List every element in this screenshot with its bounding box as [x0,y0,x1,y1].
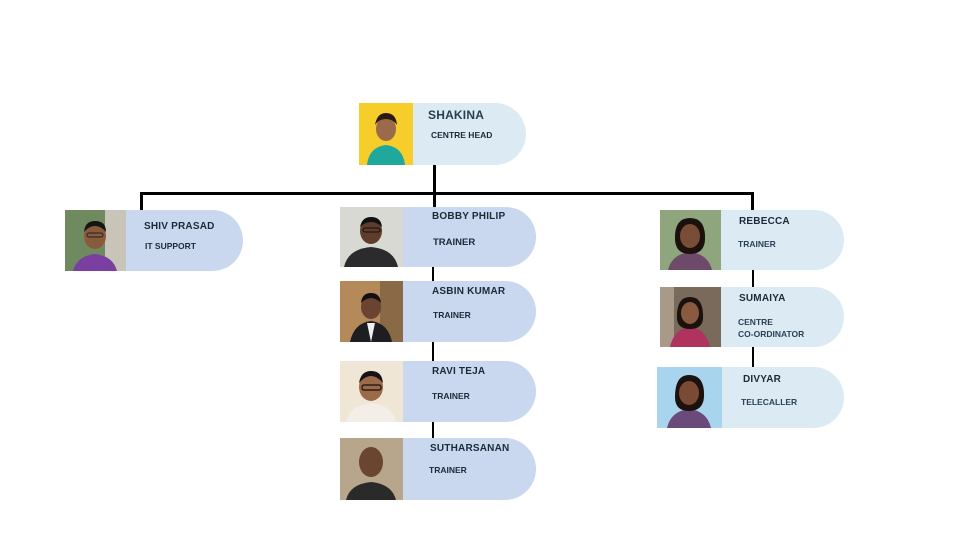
sumaiya-role-line1: CENTRE [738,317,773,327]
suthar-role: TRAINER [429,465,467,475]
person-avatar-icon [340,361,403,422]
node-pill [718,210,844,270]
node-pill [400,207,536,267]
shiv-role: IT SUPPORT [145,241,197,251]
rebecca-name: REBECCA [739,216,790,227]
person-avatar-icon [340,438,403,500]
connector-bobby-drop [433,192,436,208]
divya-photo [657,367,722,428]
node-ravi-teja[interactable]: RAVI TEJA TRAINER [340,361,536,422]
person-avatar-icon [359,103,413,165]
node-bobby-philip[interactable]: BOBBY PHILIP TRAINER [340,207,536,267]
bobby-role: TRAINER [433,237,476,248]
ravi-name: RAVI TEJA [432,366,486,377]
node-pill [400,438,536,500]
person-avatar-icon [340,207,403,267]
asbin-role: TRAINER [433,310,471,320]
connector-asbin-ravi [432,342,434,361]
divya-name: DIVYAR [743,374,782,385]
person-avatar-icon [660,287,721,347]
sumaiya-role-line2: CO-ORDINATOR [738,329,805,339]
ravi-role: TRAINER [432,391,470,401]
connector-ravi-suthar [432,422,434,438]
shiv-photo [65,210,126,271]
person-avatar-icon [660,210,721,270]
node-shiv-prasad[interactable]: SHIV PRASAD IT SUPPORT [65,210,243,271]
node-pill [718,287,844,347]
node-rebecca[interactable]: REBECCA TRAINER [660,210,844,270]
node-pill [123,210,243,271]
person-avatar-icon [657,367,722,428]
asbin-name: ASBIN KUMAR [432,286,506,297]
connector-head-down [433,165,436,193]
node-pill [400,281,536,342]
node-divyar[interactable]: DIVYAR TELECALLER [657,367,844,428]
node-pill [717,367,844,428]
suthar-photo [340,438,403,500]
connector-shiv-drop [140,192,143,212]
node-sutharsanan[interactable]: SUTHARSANAN TRAINER [340,438,536,500]
shiv-name: SHIV PRASAD [144,221,215,232]
person-avatar-icon [340,281,403,342]
rebecca-photo [660,210,721,270]
bobby-photo [340,207,403,267]
divya-role: TELECALLER [741,397,798,407]
suthar-name: SUTHARSANAN [430,443,510,454]
node-pill [400,361,536,422]
sumaiya-photo [660,287,721,347]
connector-rebecca-drop [751,192,754,212]
rebecca-role: TRAINER [738,239,776,249]
node-asbin-kumar[interactable]: ASBIN KUMAR TRAINER [340,281,536,342]
head-name: SHAKINA [428,108,485,122]
node-sumaiya[interactable]: SUMAIYA CENTRE CO-ORDINATOR [660,287,844,347]
connector-sumaiya-divya [752,347,754,367]
person-avatar-icon [65,210,126,271]
node-pill [411,103,526,165]
node-centre-head[interactable]: SHAKINA CENTRE HEAD [359,103,526,165]
connector-rebecca-sumaiya [752,270,754,287]
head-photo [359,103,413,165]
asbin-photo [340,281,403,342]
sumaiya-name: SUMAIYA [739,293,786,304]
ravi-photo [340,361,403,422]
connector-horizontal [140,192,754,195]
connector-bobby-asbin [432,266,434,281]
bobby-name: BOBBY PHILIP [432,211,506,222]
head-role: CENTRE HEAD [431,130,493,140]
